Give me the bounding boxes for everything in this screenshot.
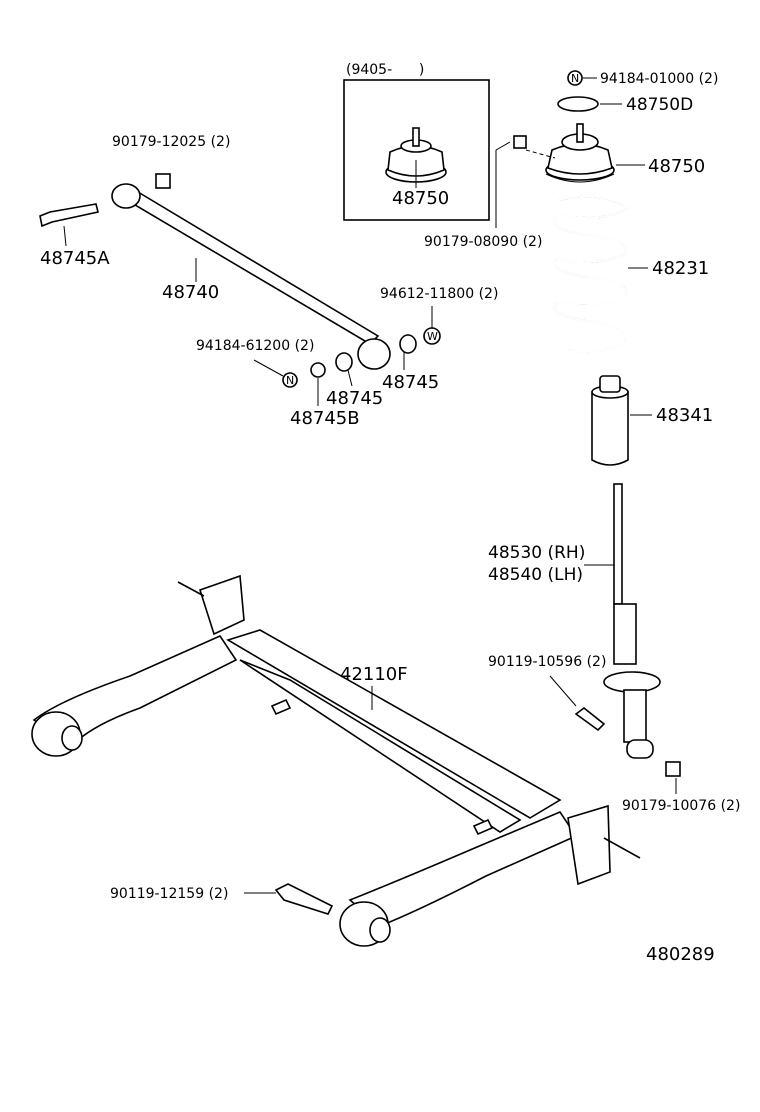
control-rod-group: 48740 (111, 183, 391, 370)
shock-bolt-group: 90119-10596 (2) (488, 654, 606, 732)
label-shock-rh: 48530 (RH) (488, 543, 585, 563)
label-rod: 48740 (162, 282, 219, 303)
label-washer: 94612-11800 (2) (380, 286, 498, 302)
label-seat: 48750D (626, 95, 693, 115)
label-bolt-rod: 48745A (40, 248, 110, 269)
label-beam: 42110F (340, 664, 408, 685)
label-nut-top: 94184-01000 (2) (600, 71, 718, 87)
variant-box-part: 48750 (392, 188, 449, 209)
n-symbol-icon-2: N (286, 374, 294, 387)
rod-nut2-group: N 94184-61200 (2) (196, 338, 314, 388)
axle-beam-group: 42110F (31, 574, 641, 947)
diagram-number: 480289 (646, 944, 715, 965)
label-mount: 48750 (648, 156, 705, 177)
bumper-group: 48341 (591, 375, 713, 466)
label-bumper: 48341 (656, 405, 713, 426)
variant-box: (9405- ) 48750 (343, 62, 490, 221)
beam-bolt-group: 90119-12159 (2) (110, 883, 334, 915)
label-spring: 48231 (652, 258, 709, 279)
coil-spring-group: 48231 (553, 195, 709, 353)
label-nut-mount: 90179-08090 (2) (424, 234, 542, 250)
upper-mount-group: 48750 (545, 123, 705, 183)
label-bolt-shock: 90119-10596 (2) (488, 654, 606, 670)
mount-drawing-boxed (385, 127, 447, 188)
label-nut-rod: 90179-12025 (2) (112, 134, 230, 150)
spring-seat-group: 48750D (557, 95, 693, 115)
label-bush-b: 48745B (290, 408, 360, 429)
w-symbol-icon: W (427, 330, 438, 343)
label-nut-shock: 90179-10076 (2) (622, 798, 740, 814)
shock-absorber-group: 48530 (RH) 48540 (LH) (488, 483, 661, 759)
bushings-group: 48745 48745 48745B (290, 334, 439, 429)
mount-nut-group: 90179-08090 (2) (424, 135, 556, 250)
label-nut-rod2: 94184-61200 (2) (196, 338, 314, 354)
rod-bolt-group: 48745A (39, 203, 110, 269)
label-bolt-beam: 90119-12159 (2) (110, 886, 228, 902)
label-bush2: 48745 (326, 388, 383, 409)
rod-nut-group: 90179-12025 (2) (112, 134, 230, 189)
n-symbol-icon: N (571, 72, 579, 85)
top-nut-group: N 94184-01000 (2) (567, 70, 718, 87)
washer-group: W 94612-11800 (2) (380, 286, 498, 345)
shock-nut-group: 90179-10076 (2) (622, 761, 740, 814)
label-shock-lh: 48540 (LH) (488, 565, 583, 585)
variant-box-label: (9405- ) (346, 62, 424, 78)
label-bush1: 48745 (382, 372, 439, 393)
